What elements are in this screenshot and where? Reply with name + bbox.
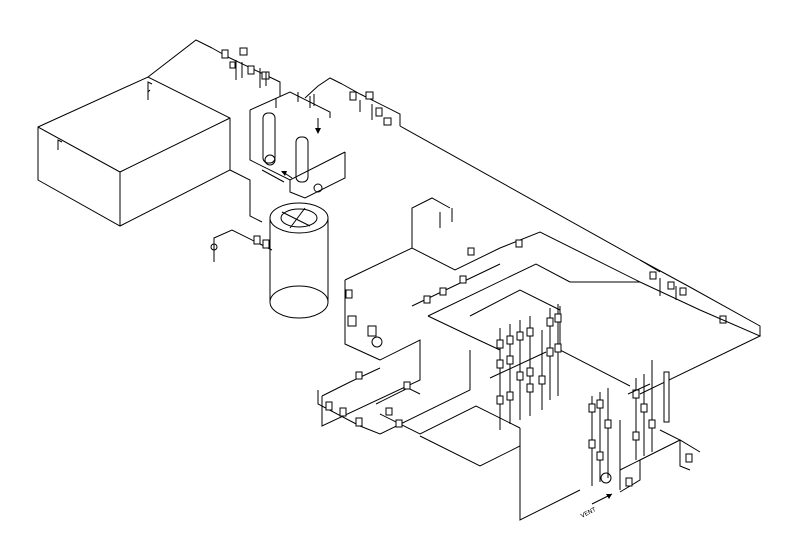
center-valve-stacks <box>489 304 562 430</box>
right-valve-stacks <box>588 360 701 493</box>
lower-left-pipe-loop <box>317 339 581 521</box>
vertical-cylinder-tank <box>269 202 329 319</box>
middle-pipe-network <box>344 197 762 395</box>
tank-outlet-pipe <box>210 169 273 262</box>
filter-skid <box>249 91 346 199</box>
rectangular-storage-tank <box>37 76 231 227</box>
vent-label: VENT <box>580 506 598 520</box>
vent-callout: VENT <box>580 493 613 520</box>
top-valve-station-2 <box>304 77 401 126</box>
top-valve-station-1 <box>147 39 281 96</box>
main-header-pipe <box>399 125 761 336</box>
